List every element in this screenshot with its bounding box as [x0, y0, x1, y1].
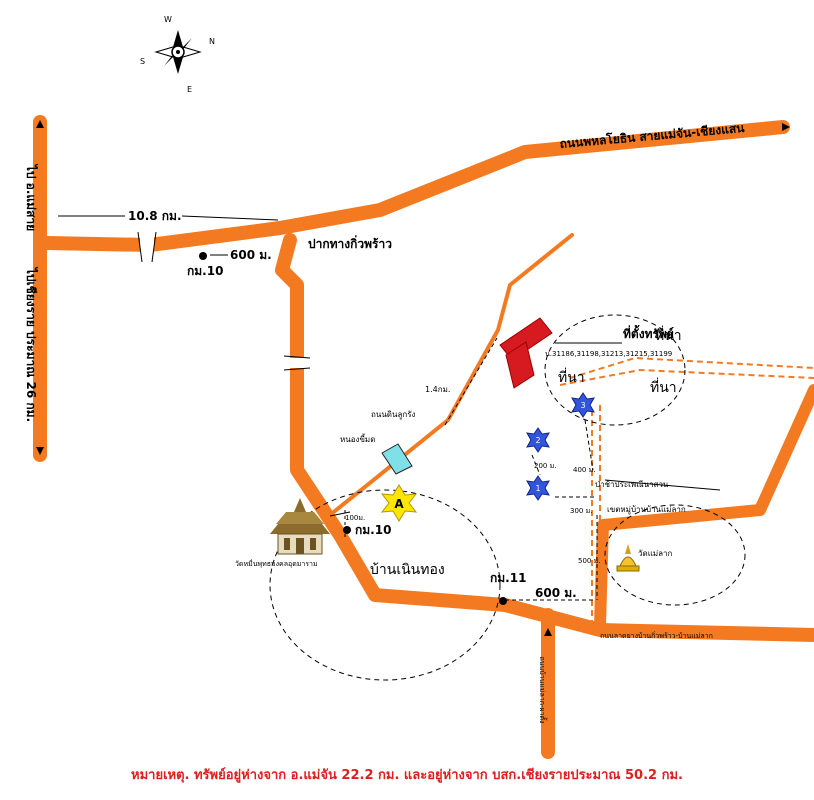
label-field-1: ที่นา — [655, 326, 682, 344]
compass-rose-icon: W N S E — [140, 15, 215, 94]
km10-top-dot — [199, 252, 207, 260]
label-distance-300: 300 ม. — [570, 507, 592, 515]
label-field-2: ที่นา — [558, 368, 585, 386]
km10-mid-dot — [343, 526, 351, 534]
marker-3: 3 — [571, 392, 595, 418]
label-property-deeds: น.31186,31198,31213,31215,31199 — [545, 350, 672, 358]
label-distance-500: 500 ม. — [578, 557, 600, 565]
label-junction: ปากทางกิ่วพร้าว — [308, 235, 392, 251]
footnote: หมายเหตุ. ทรัพย์อยู่ห่างจาก อ.แม่จัน 22.… — [131, 768, 683, 783]
zone-ban-noen-thong — [269, 489, 501, 681]
label-ban-noen-thong: บ้านเนินทอง — [370, 562, 445, 578]
label-nong-khem: หนองขี้มด — [340, 433, 375, 444]
label-property: ที่ตั้งทรัพย์ — [623, 324, 674, 341]
label-km10-top: กม.10 — [187, 264, 223, 278]
marker-1: 1 — [526, 475, 550, 501]
pond-icon — [381, 443, 413, 475]
zone-property — [544, 314, 686, 426]
road-lukrang — [328, 233, 574, 517]
label-distance-1-4: 1.4กม. — [425, 385, 450, 394]
road-phahonyothin — [40, 120, 790, 252]
arrowheads — [36, 120, 790, 636]
label-field-3: ที่นา — [650, 378, 677, 396]
road-network — [33, 115, 814, 759]
label-distance-600-top: 600 ม. — [230, 248, 272, 262]
zone-mae-lak — [604, 504, 746, 606]
path-dashed-east — [559, 368, 814, 386]
marker-1-label: 1 — [535, 484, 540, 493]
label-distance-10-8: 10.8 กม. — [128, 209, 182, 223]
marker-3-label: 3 — [580, 401, 585, 410]
label-mae-lak-boundary: เขตหมู่บ้านบ้านแม่ลาก — [607, 505, 686, 515]
label-cemetery: ป่าช้าประเพณีนาสวน — [595, 480, 669, 489]
label-south-road: ถนนบ้านแม่ลาก-ผาตั้ง — [538, 656, 549, 723]
marker-2: 2 — [526, 427, 550, 453]
label-km11: กม.11 — [490, 571, 526, 585]
marker-a-label: A — [394, 497, 404, 511]
label-to-mae-sai: ไป อ.แม่สาย — [24, 163, 39, 231]
temple-icon — [270, 498, 330, 555]
label-lukrang: ถนนดินลูกรัง — [371, 410, 415, 420]
stupa-icon — [616, 544, 640, 572]
label-distance-100: 100ม. — [345, 514, 365, 522]
path-dashed-south — [591, 405, 601, 625]
compass-e: E — [187, 85, 192, 94]
km11-dot — [499, 597, 507, 605]
road-junction-south — [275, 233, 814, 642]
label-distance-400: 400 ม. — [573, 466, 595, 474]
label-distance-200: 200 ม. — [534, 462, 556, 470]
label-temple-left: วัดหมื่นพุทธมงคลอุดมาราม — [235, 559, 318, 568]
label-to-chiang-rai: ไปเชียงราย ประมาณ 26 กม. — [24, 266, 39, 422]
label-km10-mid: กม.10 — [355, 523, 391, 537]
path-dashed-east-2 — [569, 356, 814, 379]
compass-w: W — [164, 15, 172, 24]
label-bottom-road: ถนนลาดยางบ้านกิ่วพร้าว-บ้านแม่ลาก — [600, 631, 713, 640]
label-distance-600-bottom: 600 ม. — [535, 586, 577, 600]
property-building-icon — [499, 317, 553, 389]
compass-n: N — [209, 37, 215, 46]
label-wat-mae-lak: วัดแม่ลาก — [638, 549, 673, 558]
marker-a: A — [380, 484, 418, 522]
compass-s: S — [140, 57, 145, 66]
road-east-branch — [594, 384, 814, 631]
marker-2-label: 2 — [535, 436, 540, 445]
break-mark-icon — [137, 231, 311, 371]
distance-lines — [58, 215, 721, 601]
